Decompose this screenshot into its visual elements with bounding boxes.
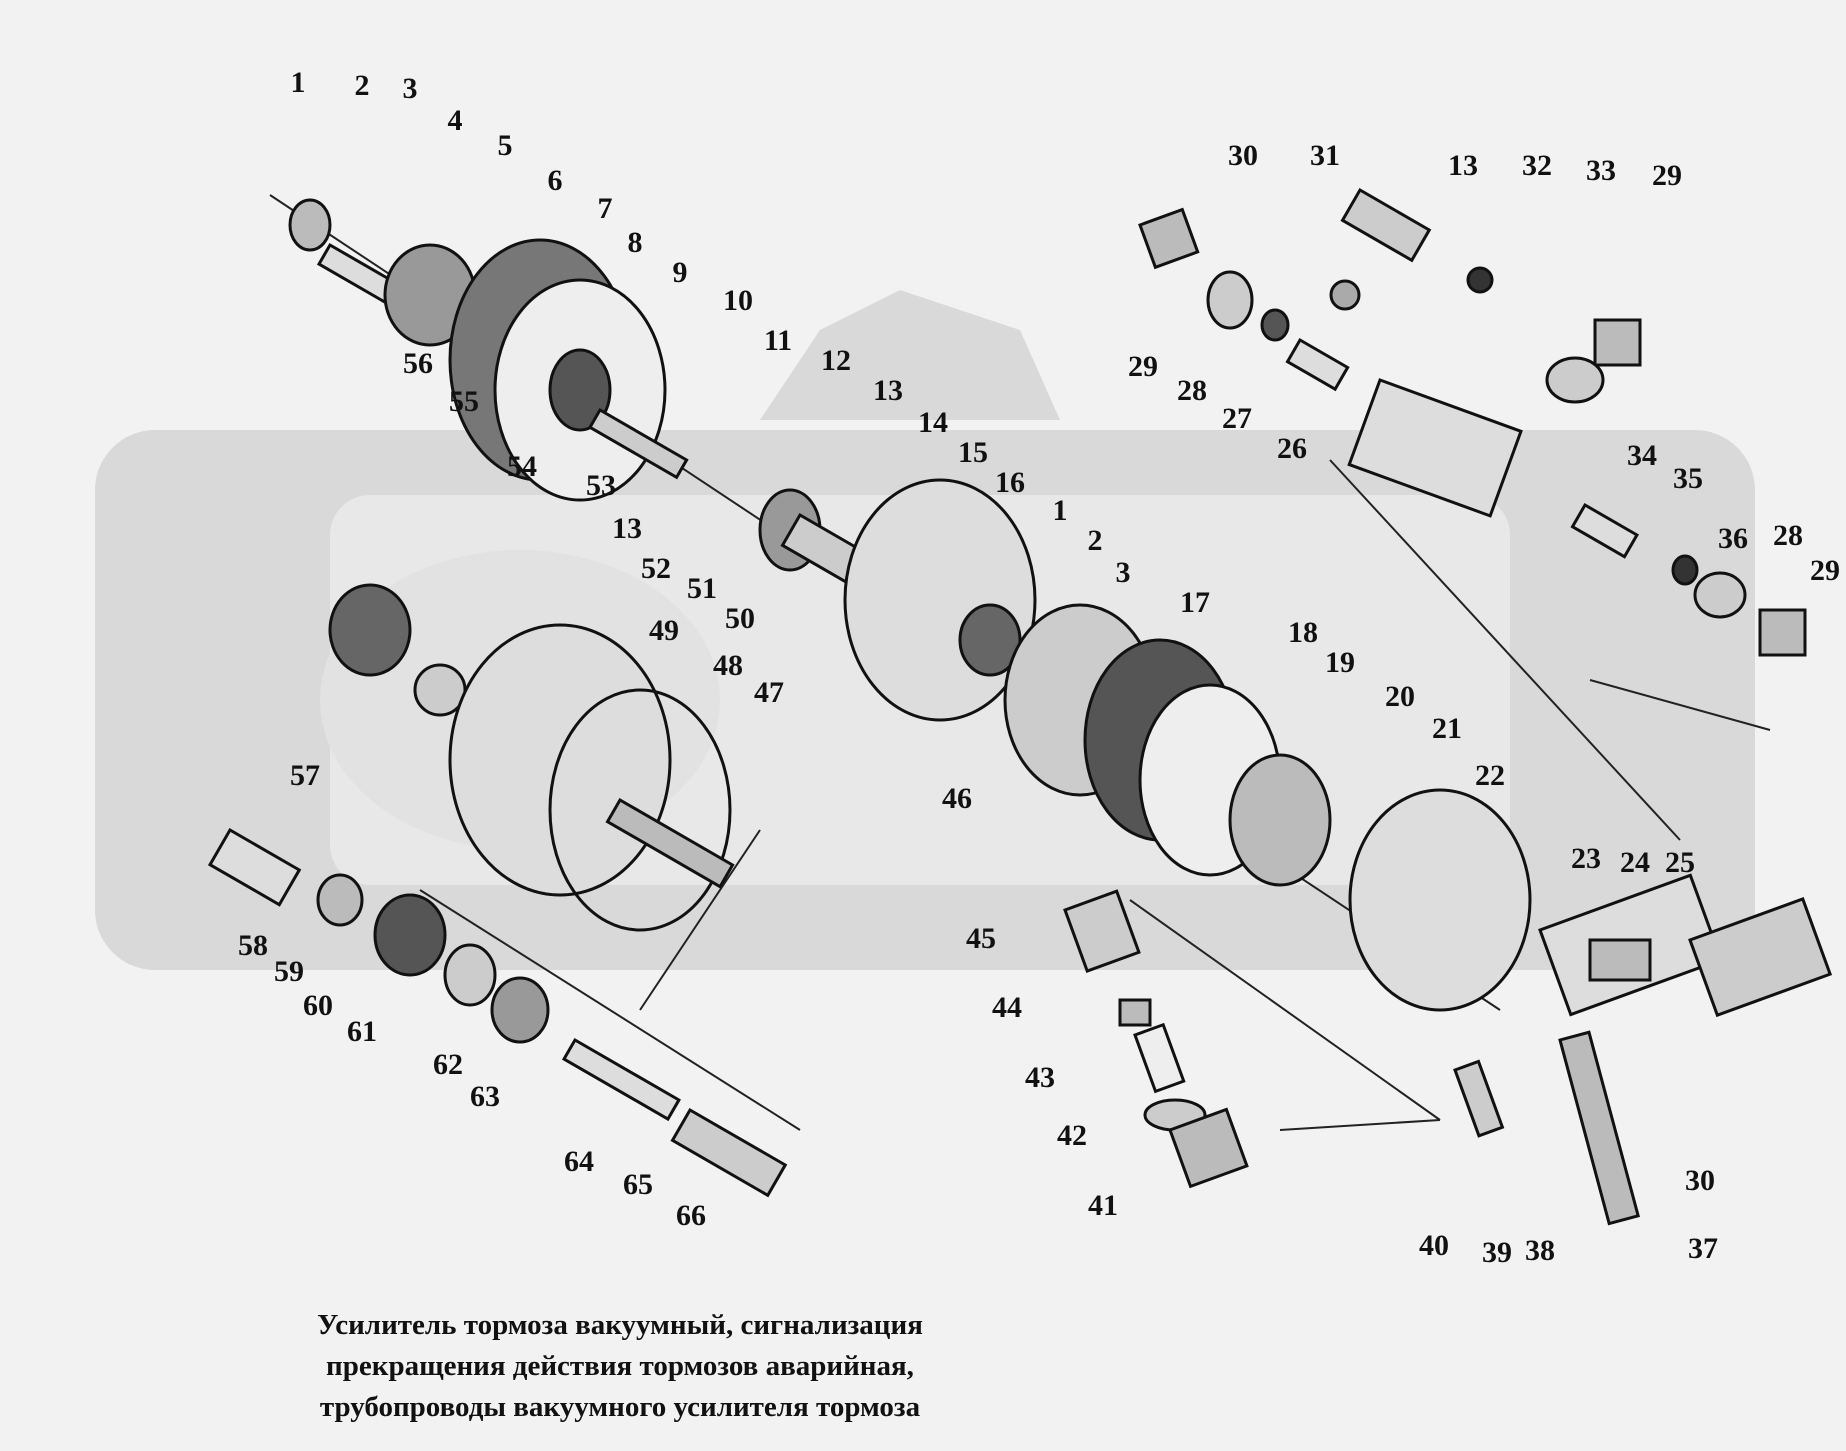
callout-number: 56: [403, 347, 433, 380]
callout-number: 65: [623, 1168, 653, 1201]
callout-number: 2: [1088, 524, 1103, 557]
callout-number: 26: [1277, 432, 1307, 465]
callout-number: 15: [958, 436, 988, 469]
master-cylinder-assembly: [1538, 873, 1833, 1226]
callout-number: 18: [1288, 616, 1318, 649]
callout-number: 11: [764, 324, 792, 357]
callout-number: 4: [448, 104, 463, 137]
callout-number: 28: [1773, 519, 1803, 552]
callout-number: 51: [687, 572, 717, 605]
callout-number: 38: [1525, 1234, 1555, 1267]
callout-number: 21: [1432, 712, 1462, 745]
caption-line: Усилитель тормоза вакуумный, сигнализаци…: [317, 1309, 923, 1341]
callout-number: 47: [754, 676, 784, 709]
callout-number: 16: [995, 466, 1025, 499]
callout-number: 31: [1310, 139, 1340, 172]
callout-number: 46: [942, 782, 972, 815]
callout-number: 36: [1718, 522, 1748, 555]
caption-line: прекращения действия тормозов аварийная,: [326, 1350, 914, 1382]
callout-number: 43: [1025, 1061, 1055, 1094]
callout-number: 66: [676, 1199, 706, 1232]
callout-number: 20: [1385, 680, 1415, 713]
callout-number: 54: [507, 450, 537, 483]
callout-number: 60: [303, 989, 333, 1022]
callout-number: 27: [1222, 402, 1252, 435]
callout-number: 17: [1180, 586, 1210, 619]
callout-number: 7: [598, 192, 613, 225]
callout-number: 39: [1482, 1236, 1512, 1269]
callout-number: 45: [966, 922, 996, 955]
callout-number: 30: [1685, 1164, 1715, 1197]
signal-valve-assembly: [1138, 187, 1807, 657]
callout-number: 32: [1522, 149, 1552, 182]
control-valve-housing: [328, 583, 735, 932]
callout-number: 25: [1665, 846, 1695, 879]
callout-number: 35: [1673, 462, 1703, 495]
callout-number: 10: [723, 284, 753, 317]
callout-number: 29: [1128, 350, 1158, 383]
callout-number: 37: [1688, 1232, 1718, 1265]
callout-number: 50: [725, 602, 755, 635]
callout-number: 3: [403, 72, 418, 105]
vacuum-fitting-assembly: [1063, 889, 1505, 1189]
callout-number: 52: [641, 552, 671, 585]
callout-number: 58: [238, 929, 268, 962]
callout-number: 29: [1810, 554, 1840, 587]
pushrod-assembly: [207, 827, 788, 1198]
callout-number: 55: [449, 385, 479, 418]
callout-number: 24: [1620, 846, 1650, 879]
callout-number: 29: [1652, 159, 1682, 192]
front-shell-assembly: [758, 478, 1532, 1012]
callout-number: 19: [1325, 646, 1355, 679]
callout-number: 48: [713, 649, 743, 682]
callout-number: 6: [548, 164, 563, 197]
callout-number: 49: [649, 614, 679, 647]
callout-number: 64: [564, 1145, 594, 1178]
caption-line: трубопроводы вакуумного усилителя тормоз…: [319, 1391, 921, 1423]
callout-number: 5: [498, 129, 513, 162]
callout-number: 59: [274, 955, 304, 988]
callout-number: 13: [1448, 149, 1478, 182]
callout-number: 23: [1571, 842, 1601, 875]
callout-number: 53: [586, 469, 616, 502]
callout-number: 33: [1586, 154, 1616, 187]
callout-number: 34: [1627, 439, 1657, 472]
callout-number: 3: [1116, 556, 1131, 589]
callout-number: 9: [673, 256, 688, 289]
callout-number: 28: [1177, 374, 1207, 407]
callout-number: 57: [290, 759, 320, 792]
callout-number: 13: [612, 512, 642, 545]
diagram-caption: Усилитель тормоза вакуумный, сигнализаци…: [210, 1305, 1030, 1428]
callout-number: 44: [992, 991, 1022, 1024]
callout-number: 1: [1053, 494, 1068, 527]
callout-number: 30: [1228, 139, 1258, 172]
callout-number: 14: [918, 406, 948, 439]
callout-number: 62: [433, 1048, 463, 1081]
rear-shell-assembly: [288, 198, 689, 502]
callout-number: 2: [355, 69, 370, 102]
callout-number: 12: [821, 344, 851, 377]
callout-number: 61: [347, 1015, 377, 1048]
callout-number: 63: [470, 1080, 500, 1113]
callout-number: 22: [1475, 759, 1505, 792]
callout-number: 40: [1419, 1229, 1449, 1262]
callout-number: 1: [291, 66, 306, 99]
callout-number: 8: [628, 226, 643, 259]
callout-number: 13: [873, 374, 903, 407]
callout-number: 41: [1088, 1189, 1118, 1222]
callout-number: 42: [1057, 1119, 1087, 1152]
